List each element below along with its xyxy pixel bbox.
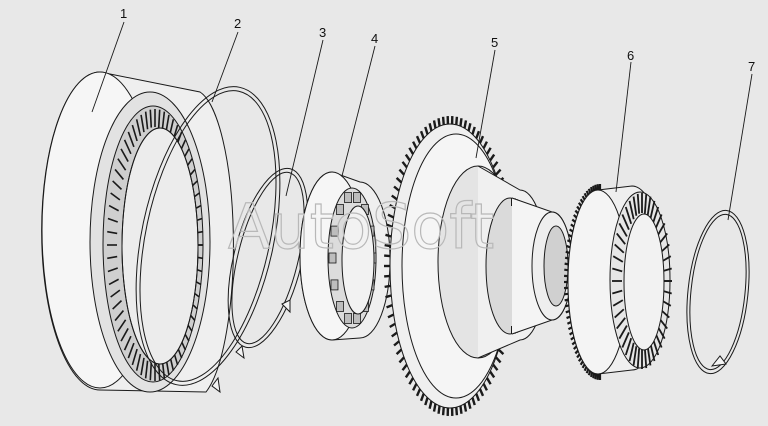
callout-1: 1 (120, 6, 127, 21)
callout-5: 5 (491, 35, 498, 50)
part-6-splined-sleeve (564, 184, 672, 380)
watermark-text: AutoSoft (228, 190, 494, 263)
callout-3: 3 (319, 25, 326, 40)
callout-2: 2 (234, 16, 241, 31)
callout-4: 4 (371, 31, 378, 46)
part-2-large-snap-ring (135, 86, 281, 394)
part-1-ring-gear (41, 71, 234, 393)
callout-leaders (91, 21, 753, 221)
callout-6: 6 (627, 48, 634, 63)
part-7-small-snap-ring (686, 209, 750, 375)
part-5-gear-hub (384, 116, 573, 416)
callout-7: 7 (748, 59, 755, 74)
part-4-bearing (299, 171, 391, 341)
